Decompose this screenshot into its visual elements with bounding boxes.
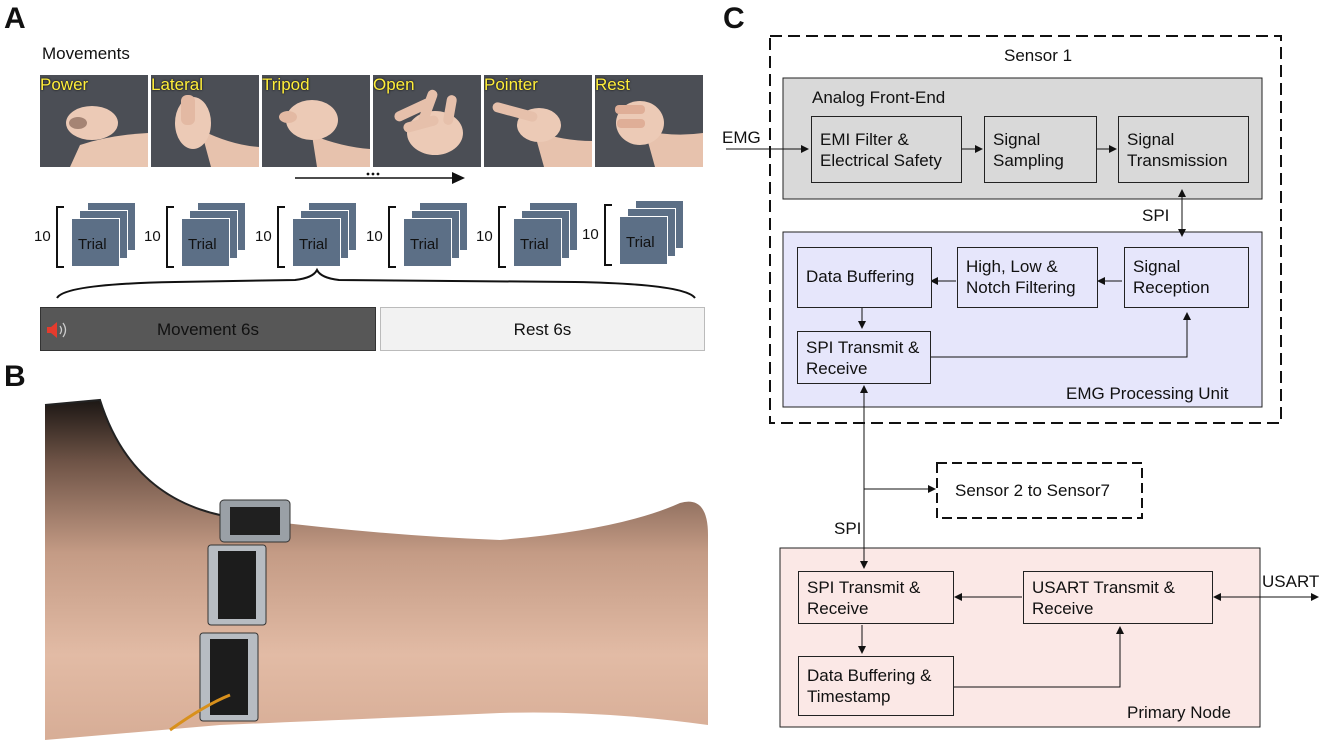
data-buffering-box: Data Buffering bbox=[797, 247, 932, 308]
arm-with-sensor-band bbox=[44, 398, 708, 740]
grouping-brace bbox=[56, 267, 696, 299]
trial-count: 10 bbox=[476, 228, 493, 245]
trial-group: 10 Trial bbox=[255, 196, 365, 276]
tripod-grip-photo: Tripod bbox=[262, 75, 370, 167]
signal-reception-box: Signal Reception bbox=[1124, 247, 1249, 308]
box-line: Transmission bbox=[1127, 151, 1228, 170]
trial-count: 10 bbox=[34, 228, 51, 245]
box-line: Data Buffering bbox=[806, 267, 915, 286]
trial-label: Trial bbox=[410, 236, 439, 253]
box-line: Signal bbox=[1127, 130, 1175, 149]
processing-unit-label: EMG Processing Unit bbox=[1066, 384, 1229, 403]
spi-transmit-receive-box: SPI Transmit & Receive bbox=[797, 331, 931, 384]
usart-output-label: USART bbox=[1262, 572, 1320, 591]
movement-bar-label: Movement 6s bbox=[156, 320, 260, 339]
lateral-grip-photo: Lateral bbox=[151, 75, 259, 167]
box-line: Timestamp bbox=[807, 687, 891, 706]
box-line: USART Transmit & bbox=[1032, 578, 1175, 597]
trial-group: 10 Trial bbox=[582, 194, 692, 274]
usart-transmit-receive-box: USART Transmit & Receive bbox=[1023, 571, 1213, 624]
pointer-photo: Pointer bbox=[484, 75, 592, 167]
movement-label: Lateral bbox=[151, 75, 203, 94]
trial-label: Trial bbox=[78, 236, 107, 253]
box-line: SPI Transmit & bbox=[807, 578, 921, 597]
other-sensors-label: Sensor 2 to Sensor7 bbox=[955, 481, 1110, 500]
rest-bar-label: Rest 6s bbox=[513, 320, 572, 339]
movement-label: Tripod bbox=[262, 75, 310, 94]
box-line: EMI Filter & bbox=[820, 130, 909, 149]
box-line: SPI Transmit & bbox=[806, 338, 920, 357]
box-line: Data Buffering & bbox=[807, 666, 932, 685]
panel-a-letter: A bbox=[4, 2, 26, 35]
movement-period-bar: Movement 6s bbox=[40, 307, 376, 351]
trial-group: 10 Trial bbox=[144, 196, 254, 276]
sequence-arrow bbox=[295, 172, 465, 184]
movement-label: Pointer bbox=[484, 75, 538, 94]
trial-count: 10 bbox=[366, 228, 383, 245]
rest-hand-photo: Rest bbox=[595, 75, 703, 167]
filtering-box: High, Low & Notch Filtering bbox=[957, 247, 1098, 308]
sensor-1-title: Sensor 1 bbox=[1004, 46, 1073, 65]
movement-label: Power bbox=[40, 75, 89, 94]
spi-internal-label: SPI bbox=[1142, 206, 1170, 225]
box-line: Receive bbox=[806, 359, 868, 378]
box-line: Notch Filtering bbox=[966, 278, 1076, 297]
open-hand-photo: Open bbox=[373, 75, 481, 167]
trial-label: Trial bbox=[299, 236, 328, 253]
movement-label: Rest bbox=[595, 75, 630, 94]
emi-filter-box: EMI Filter & Electrical Safety bbox=[811, 116, 962, 183]
emg-input-label: EMG bbox=[722, 128, 761, 147]
signal-transmission-box: Signal Transmission bbox=[1118, 116, 1249, 183]
signal-sampling-box: Signal Sampling bbox=[984, 116, 1097, 183]
box-line: Signal bbox=[1133, 257, 1181, 276]
trial-label: Trial bbox=[520, 236, 549, 253]
movements-heading: Movements bbox=[42, 44, 130, 63]
speaker-icon bbox=[47, 322, 67, 338]
data-buffering-timestamp-box: Data Buffering & Timestamp bbox=[798, 656, 954, 716]
primary-node-label: Primary Node bbox=[1127, 703, 1231, 722]
trial-count: 10 bbox=[255, 228, 272, 245]
movement-label: Open bbox=[373, 75, 415, 94]
trial-label: Trial bbox=[188, 236, 217, 253]
box-line: Electrical Safety bbox=[820, 151, 942, 170]
rest-period-bar: Rest 6s bbox=[380, 307, 705, 351]
primary-spi-transmit-receive-box: SPI Transmit & Receive bbox=[798, 571, 954, 624]
trial-count: 10 bbox=[144, 228, 161, 245]
trial-group: 10 Trial bbox=[476, 196, 586, 276]
trial-count: 10 bbox=[582, 226, 599, 243]
box-line: Signal bbox=[993, 130, 1041, 149]
box-line: High, Low & bbox=[966, 257, 1058, 276]
box-line: Receive bbox=[807, 599, 869, 618]
box-line: Sampling bbox=[993, 151, 1064, 170]
power-grip-photo: Power bbox=[40, 75, 148, 167]
box-line: Reception bbox=[1133, 278, 1210, 297]
trial-group: 10 Trial bbox=[366, 196, 476, 276]
spi-bus-label: SPI bbox=[834, 519, 862, 538]
afe-title: Analog Front-End bbox=[812, 88, 946, 107]
panel-b-letter: B bbox=[4, 360, 26, 393]
trial-label: Trial bbox=[626, 234, 655, 251]
box-line: Receive bbox=[1032, 599, 1094, 618]
trial-group: 10 Trial bbox=[34, 196, 144, 276]
panel-c-letter: C bbox=[723, 2, 745, 35]
